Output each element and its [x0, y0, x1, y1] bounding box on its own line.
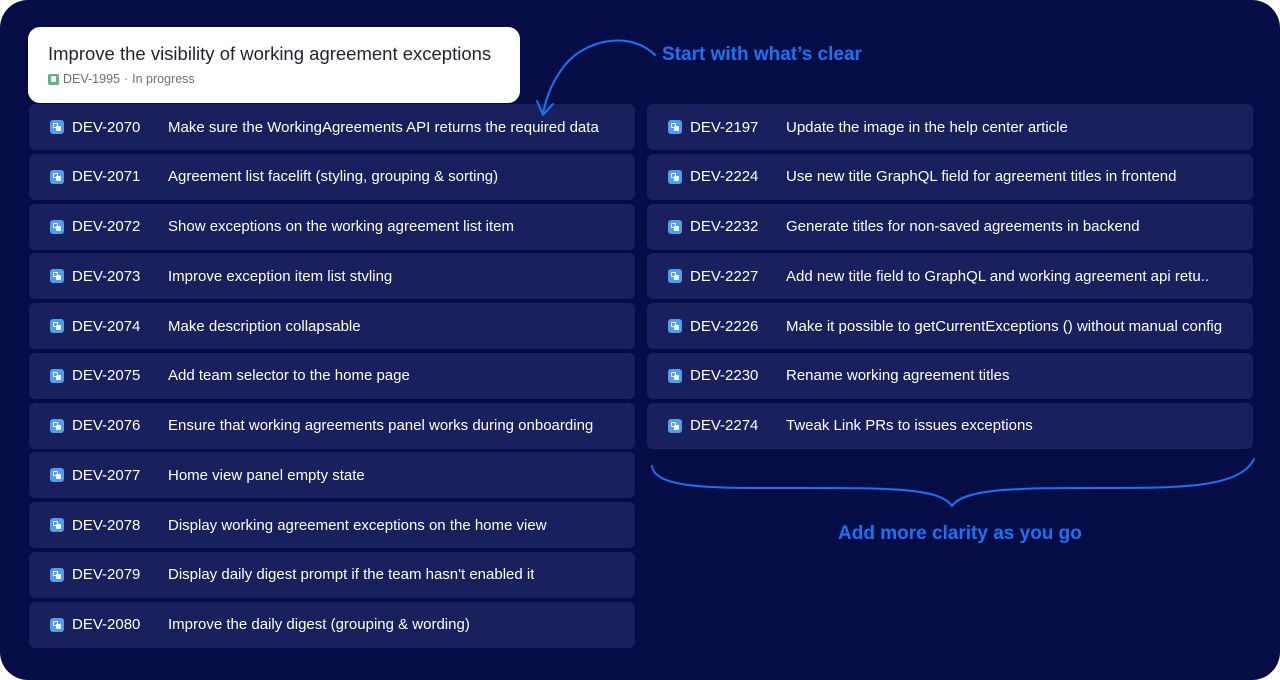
epic-key: DEV-1995	[63, 72, 120, 86]
issue-row[interactable]: DEV-2197 Update the image in the help ce…	[647, 104, 1253, 150]
subtask-icon	[50, 567, 64, 582]
curved-arrow	[542, 39, 656, 114]
epic-status: In progress	[132, 72, 195, 86]
issue-key: DEV-2077	[72, 466, 141, 484]
subtask-icon	[50, 169, 64, 184]
subtask-icon	[668, 120, 682, 134]
subtask-icon	[668, 319, 682, 333]
issue-row[interactable]: DEV-2072 Show exceptions on the working …	[29, 203, 635, 250]
issue-key: DEV-2075	[72, 367, 141, 385]
subtask-icon	[50, 418, 64, 433]
issue-row[interactable]: DEV-2076 Ensure that working agreements …	[29, 402, 635, 449]
issue-key: DEV-2078	[72, 516, 141, 534]
issue-summary: Display working agreement exceptions on …	[168, 516, 547, 534]
issue-row[interactable]: DEV-2078 Display working agreement excep…	[29, 502, 635, 548]
issue-summary: Home view panel empty state	[168, 466, 365, 484]
issue-summary: Add team selector to the home page	[168, 367, 410, 385]
issue-key: DEV-2197	[690, 118, 759, 136]
subtask-icon	[50, 269, 64, 284]
issue-row[interactable]: DEV-2224 Use new title GraphQL field for…	[647, 153, 1253, 200]
subtask-icon	[50, 468, 64, 483]
issue-key: DEV-2224	[690, 168, 759, 186]
issue-summary: Generate titles for non-saved agreements…	[786, 218, 1140, 235]
subtask-icon	[668, 169, 682, 184]
curly-brace	[651, 458, 1255, 507]
issue-row[interactable]: DEV-2079 Display daily digest prompt if …	[29, 551, 635, 598]
issue-key: DEV-2076	[72, 417, 141, 434]
issue-key: DEV-2230	[690, 367, 759, 385]
issue-summary: Display daily digest prompt if the team …	[168, 566, 535, 584]
issue-summary: Improve the daily digest (grouping & wor…	[168, 616, 470, 633]
issue-row[interactable]: DEV-2073 Improve exception item list stv…	[29, 253, 635, 300]
issue-summary: Make description collapsable	[168, 317, 361, 335]
issue-key: DEV-2232	[690, 218, 759, 235]
epic-bookmark-icon	[48, 73, 59, 85]
issue-row[interactable]: DEV-2071 Agreement list facelift (stylin…	[29, 153, 635, 200]
issue-key: DEV-2079	[72, 566, 141, 584]
issue-summary: Add new title field to GraphQL and worki…	[786, 267, 1210, 285]
issue-row[interactable]: DEV-2075 Add team selector to the home p…	[29, 352, 635, 399]
issue-summary: Rename working agreement titles	[786, 367, 1010, 385]
issue-key: DEV-2074	[72, 317, 141, 335]
issue-summary: Show exceptions on the working agreement…	[168, 218, 515, 235]
issue-summary: Make sure the WorkingAgreements API retu…	[168, 118, 599, 136]
issue-row[interactable]: DEV-2274 Tweak Link PRs to issues except…	[647, 402, 1253, 449]
issue-row[interactable]: DEV-2232 Generate titles for non-saved a…	[647, 203, 1253, 250]
subtask-icon	[668, 368, 682, 383]
subtask-icon	[668, 269, 682, 284]
issue-key: DEV-2073	[72, 267, 141, 285]
subtask-icon	[668, 219, 682, 234]
issue-key: DEV-2070	[72, 118, 141, 136]
issue-row[interactable]: DEV-2077 Home view panel empty state	[29, 452, 635, 499]
issue-row[interactable]: DEV-2230 Rename working agreement titles	[647, 352, 1253, 399]
issue-summary: Update the image in the help center arti…	[786, 118, 1068, 136]
subtask-icon	[50, 120, 64, 134]
issue-row[interactable]: DEV-2226 Make it possible to getCurrentE…	[647, 303, 1253, 349]
issue-summary: Use new title GraphQL field for agreemen…	[786, 168, 1177, 186]
issue-row[interactable]: DEV-2074 Make description collapsable	[29, 303, 635, 349]
issue-list-right: DEV-2197 Update the image in the help ce…	[647, 104, 1253, 452]
epic-title: Improve the visibility of working agreem…	[48, 43, 492, 64]
epic-meta-separator: ·	[123, 72, 129, 86]
subtask-icon	[50, 368, 64, 383]
epic-card[interactable]: Improve the visibility of working agreem…	[28, 27, 520, 103]
issue-summary: Agreement list facelift (styling, groupi…	[168, 168, 499, 186]
issue-key: DEV-2274	[690, 417, 759, 434]
subtask-icon	[668, 418, 682, 433]
issue-key: DEV-2080	[72, 616, 141, 633]
issue-summary: Ensure that working agreements panel wor…	[168, 417, 594, 434]
issue-summary: Tweak Link PRs to issues exceptions	[786, 417, 1033, 434]
issue-row[interactable]: DEV-2227 Add new title field to GraphQL …	[647, 253, 1253, 300]
issue-key: DEV-2227	[690, 267, 759, 285]
subtask-icon	[50, 617, 64, 632]
issue-row[interactable]: DEV-2070 Make sure the WorkingAgreements…	[29, 104, 635, 150]
issue-summary: Make it possible to getCurrentExceptions…	[786, 317, 1223, 335]
subtask-icon	[50, 319, 64, 333]
epic-meta: DEV-1995 · In progress	[48, 72, 500, 86]
issue-summary: Improve exception item list stvling	[168, 267, 393, 285]
subtask-icon	[50, 219, 64, 234]
issue-key: DEV-2226	[690, 317, 759, 335]
subtask-icon	[50, 518, 64, 532]
annotation-start-clear: Start with what’s clear	[662, 44, 862, 65]
annotation-add-clarity: Add more clarity as you go	[838, 523, 1082, 544]
issue-key: DEV-2072	[72, 218, 141, 235]
issue-key: DEV-2071	[72, 168, 141, 186]
issue-list-left: DEV-2070 Make sure the WorkingAgreements…	[29, 104, 635, 651]
issue-row[interactable]: DEV-2080 Improve the daily digest (group…	[29, 601, 635, 648]
